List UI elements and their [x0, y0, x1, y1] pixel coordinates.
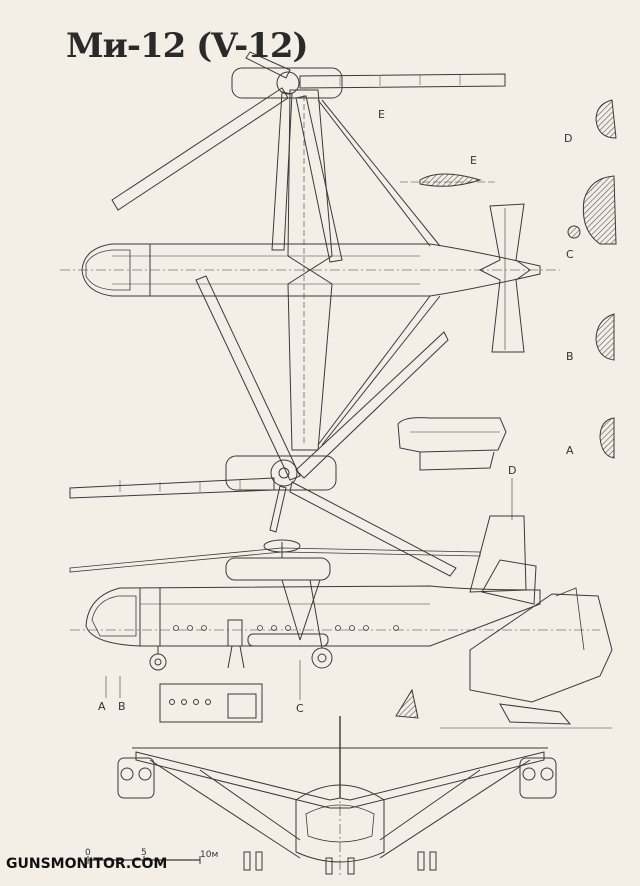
- scale-label-ten: 10м: [200, 850, 219, 860]
- section-label-d-right: D: [564, 132, 573, 145]
- door-detail: [159, 683, 419, 723]
- front-view: [117, 716, 557, 876]
- side-view: [69, 515, 600, 671]
- section-label-b-bottom: B: [118, 700, 126, 713]
- rear-loading-view: [440, 587, 613, 729]
- section-label-a-right: A: [566, 444, 574, 457]
- section-label-e-top: E: [378, 108, 385, 121]
- top-view: [60, 51, 560, 577]
- scale-label-five: 5: [141, 848, 147, 858]
- section-label-b-right: B: [566, 350, 574, 363]
- watermark: GUNSMONITOR.COM: [6, 856, 168, 872]
- drawing-title: Ми-12 (V-12): [66, 26, 309, 66]
- section-label-a-bottom: A: [98, 700, 106, 713]
- section-label-d-side: D: [508, 464, 517, 477]
- scale-bar: [87, 856, 201, 864]
- section-label-c-right: C: [566, 248, 574, 261]
- cross-sections: [397, 99, 617, 471]
- scale-label-zero: 0: [85, 848, 91, 858]
- section-label-e-mid: E: [470, 154, 477, 167]
- section-label-c-bottom: C: [296, 702, 304, 715]
